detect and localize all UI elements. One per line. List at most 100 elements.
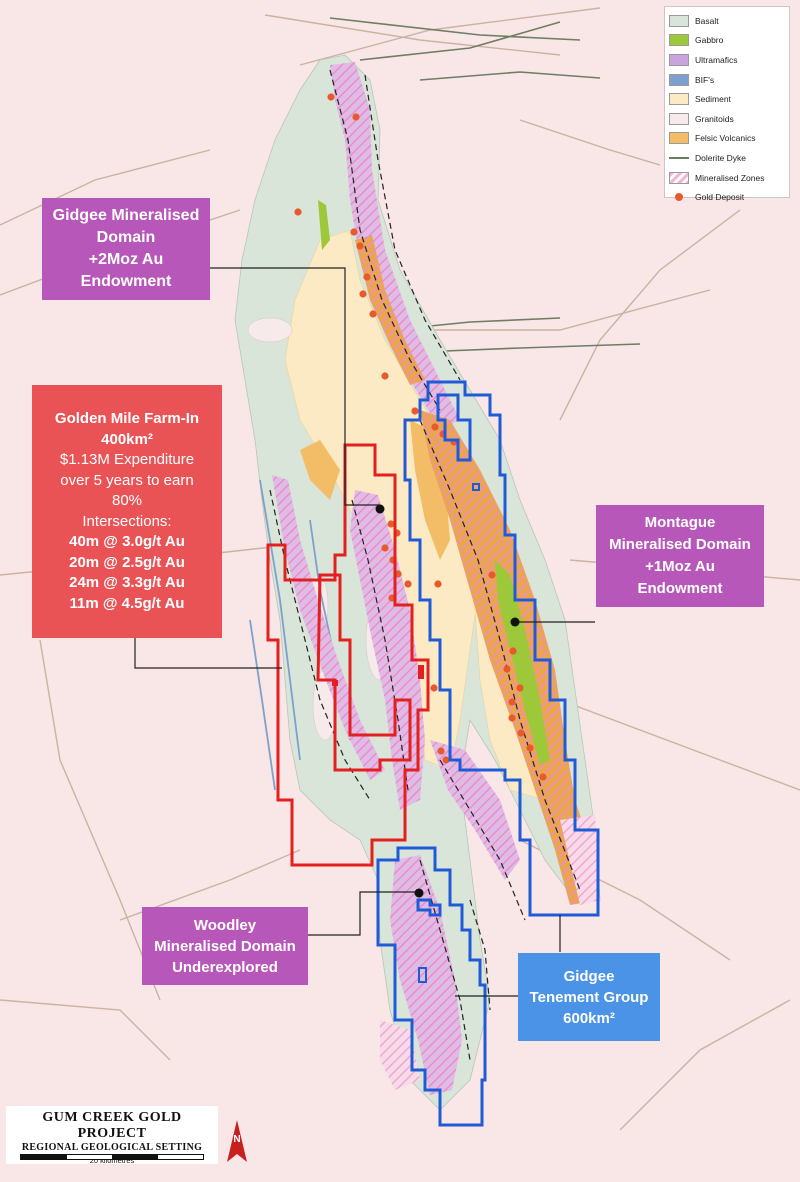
mineralised-zones-swatch xyxy=(669,171,689,184)
callout-line: Montague xyxy=(644,514,716,531)
mineralised-zone-south-east xyxy=(560,815,600,905)
mineralised-zone-central xyxy=(430,740,520,880)
legend-item-basalt: Basalt xyxy=(669,11,785,31)
gabbro-unit-2 xyxy=(318,200,330,250)
north-arrow-shape xyxy=(227,1120,247,1162)
legend-label: Mineralised Zones xyxy=(695,172,765,183)
gold-deposit xyxy=(404,580,412,588)
legend-item-bifs: BIF's xyxy=(669,70,785,90)
mineralised-zone-gidgee-felsic xyxy=(355,235,425,385)
golden-mile-tenements xyxy=(266,443,430,867)
gold-deposit xyxy=(327,93,335,101)
callout-line: Underexplored xyxy=(172,958,278,976)
gold-deposit xyxy=(488,571,496,579)
scale-label: 20 kilometres xyxy=(89,1156,135,1165)
legend-item-dolerite-dyke: Dolerite Dyke xyxy=(669,148,785,168)
intersection-line: 11m @ 4.5g/t Au xyxy=(69,594,185,612)
gidgee-tenement-inner xyxy=(436,393,472,462)
callout-line: Woodley xyxy=(193,916,257,934)
intersection-line: 24m @ 3.3g/t Au xyxy=(69,574,185,591)
intersection-line: 40m @ 3.0g/t Au xyxy=(69,533,185,550)
woodley-callout: Woodley Mineralised Domain Underexplored xyxy=(142,907,308,985)
gidgee-tenement-south-inner xyxy=(416,898,442,917)
callout-title: Golden Mile Farm-In xyxy=(54,410,200,427)
golden-mile-tenement-small-2 xyxy=(418,665,424,679)
callout-leaders xyxy=(134,267,595,997)
callout-line: Gidgee Mineralised xyxy=(52,207,200,224)
gold-deposit xyxy=(430,684,438,692)
gold-deposit xyxy=(508,698,516,706)
gold-deposit xyxy=(517,729,525,737)
gold-deposit xyxy=(434,580,442,588)
legend-label: Ultramafics xyxy=(695,54,738,65)
felsic-volcanics xyxy=(300,440,340,500)
gold-deposit xyxy=(294,208,302,216)
callout-line: +1Moz Au xyxy=(645,558,715,575)
legend-item-sediment: Sediment xyxy=(669,89,785,109)
golden-mile-tenement-small xyxy=(332,680,338,686)
mineralised-zone-montague xyxy=(420,410,600,905)
gold-deposit xyxy=(381,544,389,552)
montague-callout: Montague Mineralised Domain +1Moz Au End… xyxy=(596,505,764,607)
gold-deposit xyxy=(381,372,389,380)
sediment-swatch xyxy=(669,93,689,106)
gold-deposit xyxy=(411,407,419,415)
gabbro-unit xyxy=(495,560,550,765)
map-legend: Basalt Gabbro Ultramafics BIF's Sediment… xyxy=(664,6,790,202)
legend-item-granitoids: Granitoids xyxy=(669,109,785,129)
gold-deposit xyxy=(359,290,367,298)
callout-line: Endowment xyxy=(80,273,172,290)
gold-deposit xyxy=(387,520,395,528)
gold-deposit xyxy=(369,310,377,318)
gold-deposit xyxy=(526,744,534,752)
basalt-swatch xyxy=(669,14,689,27)
gold-deposits xyxy=(294,93,547,781)
map-subtitle: REGIONAL GEOLOGICAL SETTING xyxy=(21,1142,203,1153)
legend-item-gabbro: Gabbro xyxy=(669,31,785,51)
map-title-block: GUM CREEK GOLD PROJECT REGIONAL GEOLOGIC… xyxy=(6,1106,218,1165)
gidgee-domain-callout: Gidgee Mineralised Domain +2Moz Au Endow… xyxy=(42,198,210,300)
gold-deposit xyxy=(437,747,445,755)
legend-label: BIF's xyxy=(695,74,715,85)
bif-swatch xyxy=(669,73,689,86)
golden-mile-callout: Golden Mile Farm-In 400km² $1.13M Expend… xyxy=(32,385,222,638)
gold-deposit xyxy=(352,113,360,121)
felsic-volcanics-2 xyxy=(410,420,450,560)
gold-deposit xyxy=(431,423,439,431)
golden-mile-tenement-inner xyxy=(316,573,412,772)
gold-deposit xyxy=(508,714,516,722)
gidgee-tenement-north xyxy=(403,380,600,917)
gold-deposit xyxy=(503,665,511,673)
legend-label: Granitoids xyxy=(695,113,734,124)
callout-line: 400km² xyxy=(101,430,153,448)
callout-line: Intersections: xyxy=(82,512,172,530)
callout-line: Mineralised Domain xyxy=(154,937,296,955)
gidgee-tenement-small xyxy=(472,483,480,491)
legend-label: Gold Deposit xyxy=(695,192,745,203)
gold-deposit xyxy=(363,273,371,281)
ultramafics-swatch xyxy=(669,53,689,66)
callout-line: Gidgee xyxy=(563,967,615,985)
gold-deposit xyxy=(516,684,524,692)
dolerite-dyke-swatch xyxy=(669,152,689,164)
mineralised-zone-gidgee xyxy=(330,62,460,430)
gold-deposit xyxy=(509,647,517,655)
callout-line: $1.13M Expenditure xyxy=(59,451,195,468)
gold-deposit xyxy=(350,228,358,236)
felsic-volcanics-swatch xyxy=(669,132,689,145)
gidgee-tenement-callout: Gidgee Tenement Group 600km² xyxy=(518,953,660,1041)
callout-line: Mineralised Domain xyxy=(609,536,751,553)
callout-line: over 5 years to earn xyxy=(60,471,194,489)
legend-item-felsic-volcanics: Felsic Volcanics xyxy=(669,129,785,149)
gidgee-tenement-small-2 xyxy=(418,967,427,983)
mineralised-zone-golden-mile xyxy=(350,490,425,810)
callout-line: 80% xyxy=(111,492,143,509)
north-arrow-icon: N xyxy=(226,1118,248,1164)
fault-traces xyxy=(269,69,581,1061)
legend-label: Sediment xyxy=(695,94,731,105)
intersection-line: 20m @ 2.5g/t Au xyxy=(69,553,185,571)
legend-label: Dolerite Dyke xyxy=(695,152,747,163)
legend-label: Gabbro xyxy=(695,35,724,46)
